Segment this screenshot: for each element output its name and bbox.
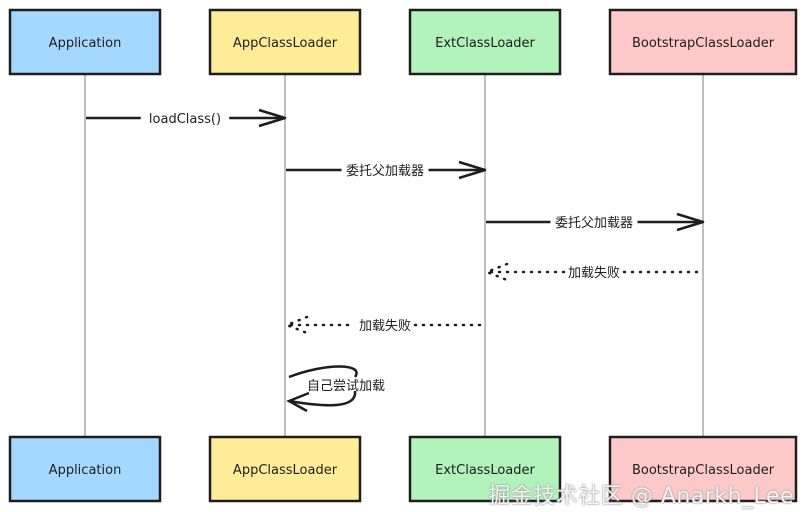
message-1: loadClass() [86,108,287,128]
dotted-arrowhead-icon [283,315,309,335]
app-class-loader-box-top: AppClassLoader [208,8,362,76]
app-class-loader-label: AppClassLoader [233,36,338,51]
bootstrap-class-loader-box-rect [608,8,798,76]
ext-class-loader-box-top: ExtClassLoader [408,8,562,76]
message-label: 加载失败 [568,266,620,281]
application-box-bottom: Application [8,435,162,503]
arrowhead-icon [258,108,287,128]
dotted-arrowhead-icon [483,262,509,282]
message-3: 委托父加载器 [486,212,705,232]
message-6: 自己尝试加载 [286,365,385,413]
application-box-rect [8,435,162,503]
app-class-loader-label: AppClassLoader [233,463,338,478]
bootstrap-class-loader-label: BootstrapClassLoader [632,36,775,51]
message-label: 委托父加载器 [555,216,633,231]
message-label: 委托父加载器 [346,164,424,179]
self-loop-bottom [288,390,357,407]
arrowhead-icon [458,160,487,180]
ext-class-loader-box-rect [408,435,562,503]
bootstrap-class-loader-box-top: BootstrapClassLoader [608,8,798,76]
app-class-loader-box-rect [208,8,362,76]
ext-class-loader-box-rect [408,8,562,76]
ext-class-loader-box-bottom: ExtClassLoader [408,435,562,503]
bootstrap-class-loader-label: BootstrapClassLoader [632,463,775,478]
ext-class-loader-label: ExtClassLoader [435,36,535,51]
message-5: 加载失败 [283,315,487,335]
message-label: loadClass() [149,112,221,127]
ext-class-loader-label: ExtClassLoader [435,463,535,478]
message-2: 委托父加载器 [286,160,487,180]
bootstrap-class-loader-box-rect [608,435,798,503]
arrowhead-icon [676,212,705,232]
application-label: Application [49,463,122,478]
arrowhead-icon [286,391,310,413]
message-label: 加载失败 [359,319,411,334]
application-box-rect [8,8,162,76]
app-class-loader-box-bottom: AppClassLoader [208,435,362,503]
self-loop-top [288,365,358,379]
application-box-top: Application [8,8,162,76]
watermark: 掘金技术社区 @ Anarkh_Lee [488,484,794,509]
message-4: 加载失败 [483,262,705,282]
message-label: 自己尝试加载 [307,379,385,394]
app-class-loader-box-rect [208,435,362,503]
application-label: Application [49,36,122,51]
bootstrap-class-loader-box-bottom: BootstrapClassLoader [608,435,798,503]
